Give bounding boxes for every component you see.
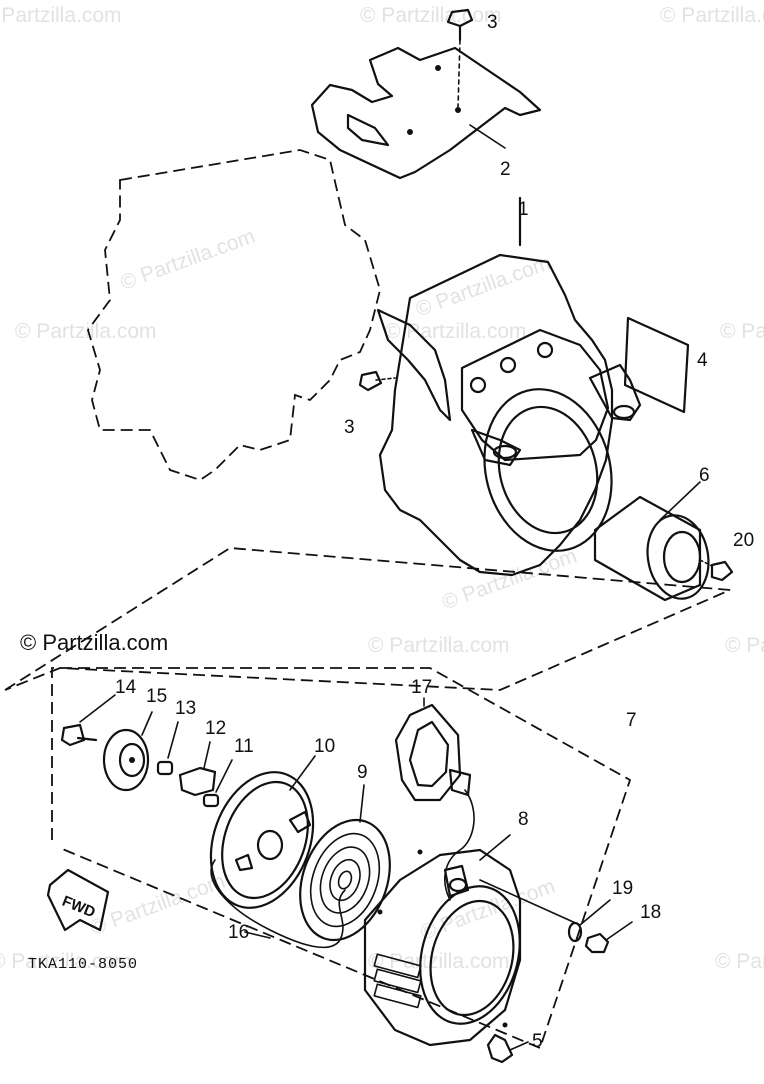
part-label: 3 [344,417,355,438]
watermark: © Partzilla.com [360,4,502,27]
part-label: 13 [175,698,196,719]
watermark-primary: © Partzilla.com [20,630,168,655]
hole [407,129,413,135]
part-label: 6 [699,465,710,486]
watermark: © Partzilla.com [368,634,510,657]
part-labels: 3 2 1 4 3 6 20 7 14 15 13 12 11 10 9 17 … [115,12,754,1052]
group-boundary-part-7 [51,667,632,1050]
bolt-part-20 [699,559,734,582]
bolt-part-3-side [358,370,396,392]
part-label: 8 [518,809,529,830]
hole [455,107,461,113]
part-label: 19 [612,878,633,899]
pawl-part-12 [178,741,217,797]
spiral-spring-part-9 [299,784,391,942]
part-label: 12 [205,718,226,739]
spring-part-13 [156,721,179,776]
leader-line [244,931,271,939]
rope-part-16 [210,859,346,949]
watermark: © Partzilla.com [725,634,764,657]
part-label: 14 [115,677,137,698]
pulley-part-10 [209,755,316,909]
watermark: © Partzilla.com [715,950,764,973]
assembly-boundary [4,547,731,691]
part-label: 10 [314,736,335,757]
handle-part-17 [394,697,475,901]
part-label: 2 [500,159,511,180]
watermark: © Partzilla.com [439,544,580,614]
watermark: © Partzilla.com [0,950,132,973]
watermark: © Partzilla.com [660,4,764,27]
watermark: © Partzilla.com [87,870,228,940]
bracket-part-2 [310,46,542,180]
watermark: © Partzilla.com [368,950,510,973]
part-label: 16 [228,922,249,943]
part-label: 15 [146,686,167,707]
part-label: 3 [487,12,498,33]
starter-case-part-8 [363,834,581,1047]
washer-part-19 [567,899,611,943]
hole [435,65,441,71]
watermark: © Partzilla.com [385,320,527,343]
spring-part-11 [202,759,233,808]
part-label: 5 [532,1031,543,1052]
diagram-code: TKA110-8050 [28,956,138,973]
part-label: 20 [733,530,754,551]
watermark: © Partzilla.com [117,225,258,295]
part-label: 7 [626,710,637,731]
hub-part-15 [102,711,153,792]
part-label: 18 [640,902,661,923]
plate-part-4 [623,316,690,414]
direction-arrow-label: FWD [60,893,98,922]
part-label: 9 [357,762,368,783]
part-label: 17 [411,677,432,698]
watermark: © Partzilla.com [15,320,157,343]
bolt-part-14 [60,694,116,747]
engine-outline [87,149,381,481]
watermark: © Partzilla.com [720,320,764,343]
watermark: © Partzilla.com [0,4,122,27]
watermark-layer: © Partzilla.com © Partzilla.com © Partzi… [0,4,764,973]
part-label: 11 [234,736,254,757]
clip-part-5 [486,1033,529,1064]
fan-housing-part-1 [376,196,642,577]
part-label: 1 [518,199,529,220]
leader-line [469,124,506,149]
bolt-part-18 [584,921,633,954]
cup-part-6 [593,481,710,602]
part-label: 4 [697,350,708,371]
